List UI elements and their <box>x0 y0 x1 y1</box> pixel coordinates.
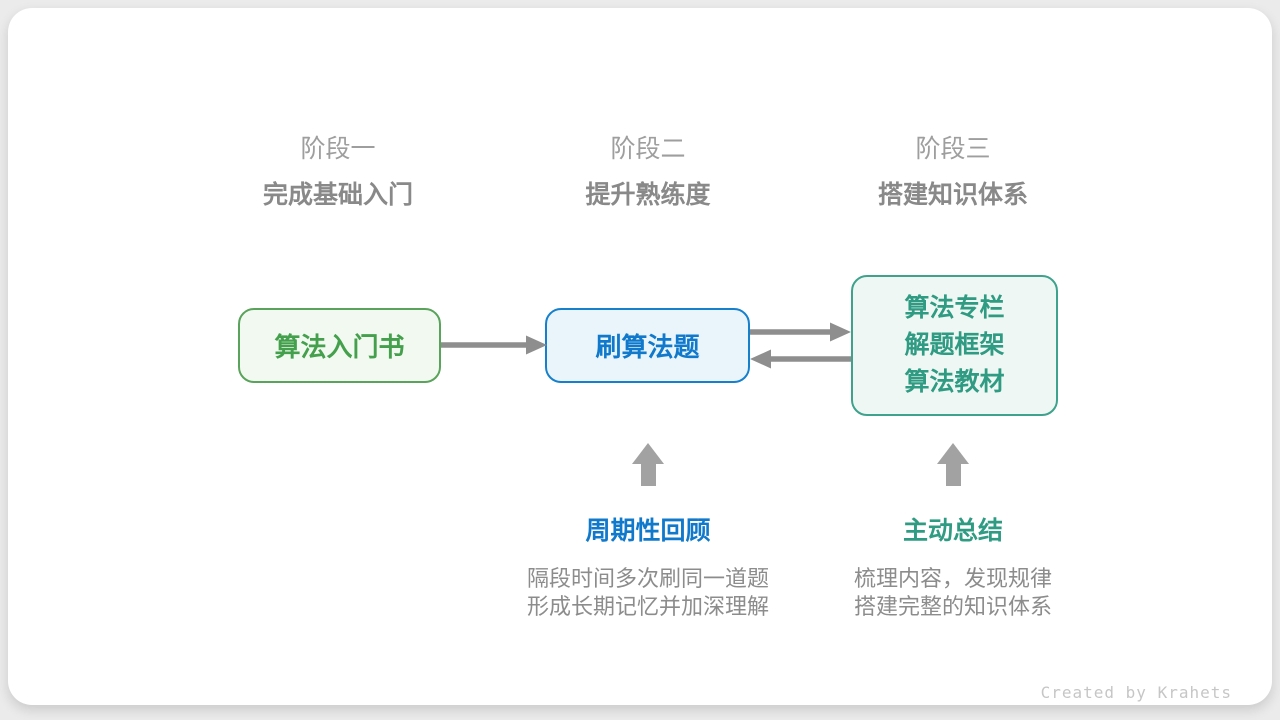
node-intro-book-label: 算法入门书 <box>274 332 405 362</box>
up-arrow-icon <box>937 443 969 486</box>
up-arrow-stem <box>640 464 656 486</box>
stage-two-label: 阶段二 <box>610 135 686 163</box>
stage-three-header: 阶段三 搭建知识体系 <box>803 136 1103 209</box>
stage-one-title: 完成基础入门 <box>262 181 413 209</box>
method-periodic-review-desc-line-2: 形成长期记忆并加深理解 <box>526 594 769 619</box>
stage-three-label: 阶段三 <box>915 135 991 163</box>
diagram-card: 阶段一 完成基础入门 阶段二 提升熟练度 阶段三 搭建知识体系 算法入门书 刷算… <box>8 8 1272 705</box>
method-active-summary-desc-line-1: 梳理内容，发现规律 <box>853 566 1052 591</box>
method-active-summary-desc: 梳理内容，发现规律 搭建完整的知识体系 <box>783 565 1123 621</box>
arrow-right-icon <box>750 322 851 342</box>
stage-two-title: 提升熟练度 <box>585 181 711 209</box>
up-arrow-stem <box>945 464 961 486</box>
stage-one-header: 阶段一 完成基础入门 <box>188 136 488 209</box>
method-active-summary-desc-line-2: 搭建完整的知识体系 <box>853 594 1052 619</box>
stage-two-header: 阶段二 提升熟练度 <box>498 136 798 209</box>
method-active-summary-title: 主动总结 <box>902 517 1003 545</box>
method-periodic-review-desc: 隔段时间多次刷同一道题 形成长期记忆并加深理解 <box>478 565 818 621</box>
stage-three-title: 搭建知识体系 <box>877 181 1028 209</box>
node-knowledge-line-3: 算法教材 <box>904 368 1005 396</box>
node-practice-problems-label: 刷算法题 <box>595 332 700 362</box>
credit-text: Created by Krahets <box>1040 683 1232 702</box>
up-arrow-icon <box>632 443 664 486</box>
node-knowledge-line-1: 算法专栏 <box>904 294 1005 322</box>
node-intro-book: 算法入门书 <box>238 308 441 383</box>
up-arrow-head <box>632 443 664 464</box>
arrow-left-icon <box>750 349 851 369</box>
node-knowledge-line-2: 解题框架 <box>904 331 1005 359</box>
arrow-right-icon <box>441 335 547 355</box>
node-knowledge-resources: 算法专栏 解题框架 算法教材 <box>851 275 1058 416</box>
up-arrow-head <box>937 443 969 464</box>
method-periodic-review-title: 周期性回顾 <box>585 517 711 545</box>
method-periodic-review-desc-line-1: 隔段时间多次刷同一道题 <box>526 566 769 591</box>
stage-one-label: 阶段一 <box>300 135 376 163</box>
node-practice-problems: 刷算法题 <box>545 308 750 383</box>
